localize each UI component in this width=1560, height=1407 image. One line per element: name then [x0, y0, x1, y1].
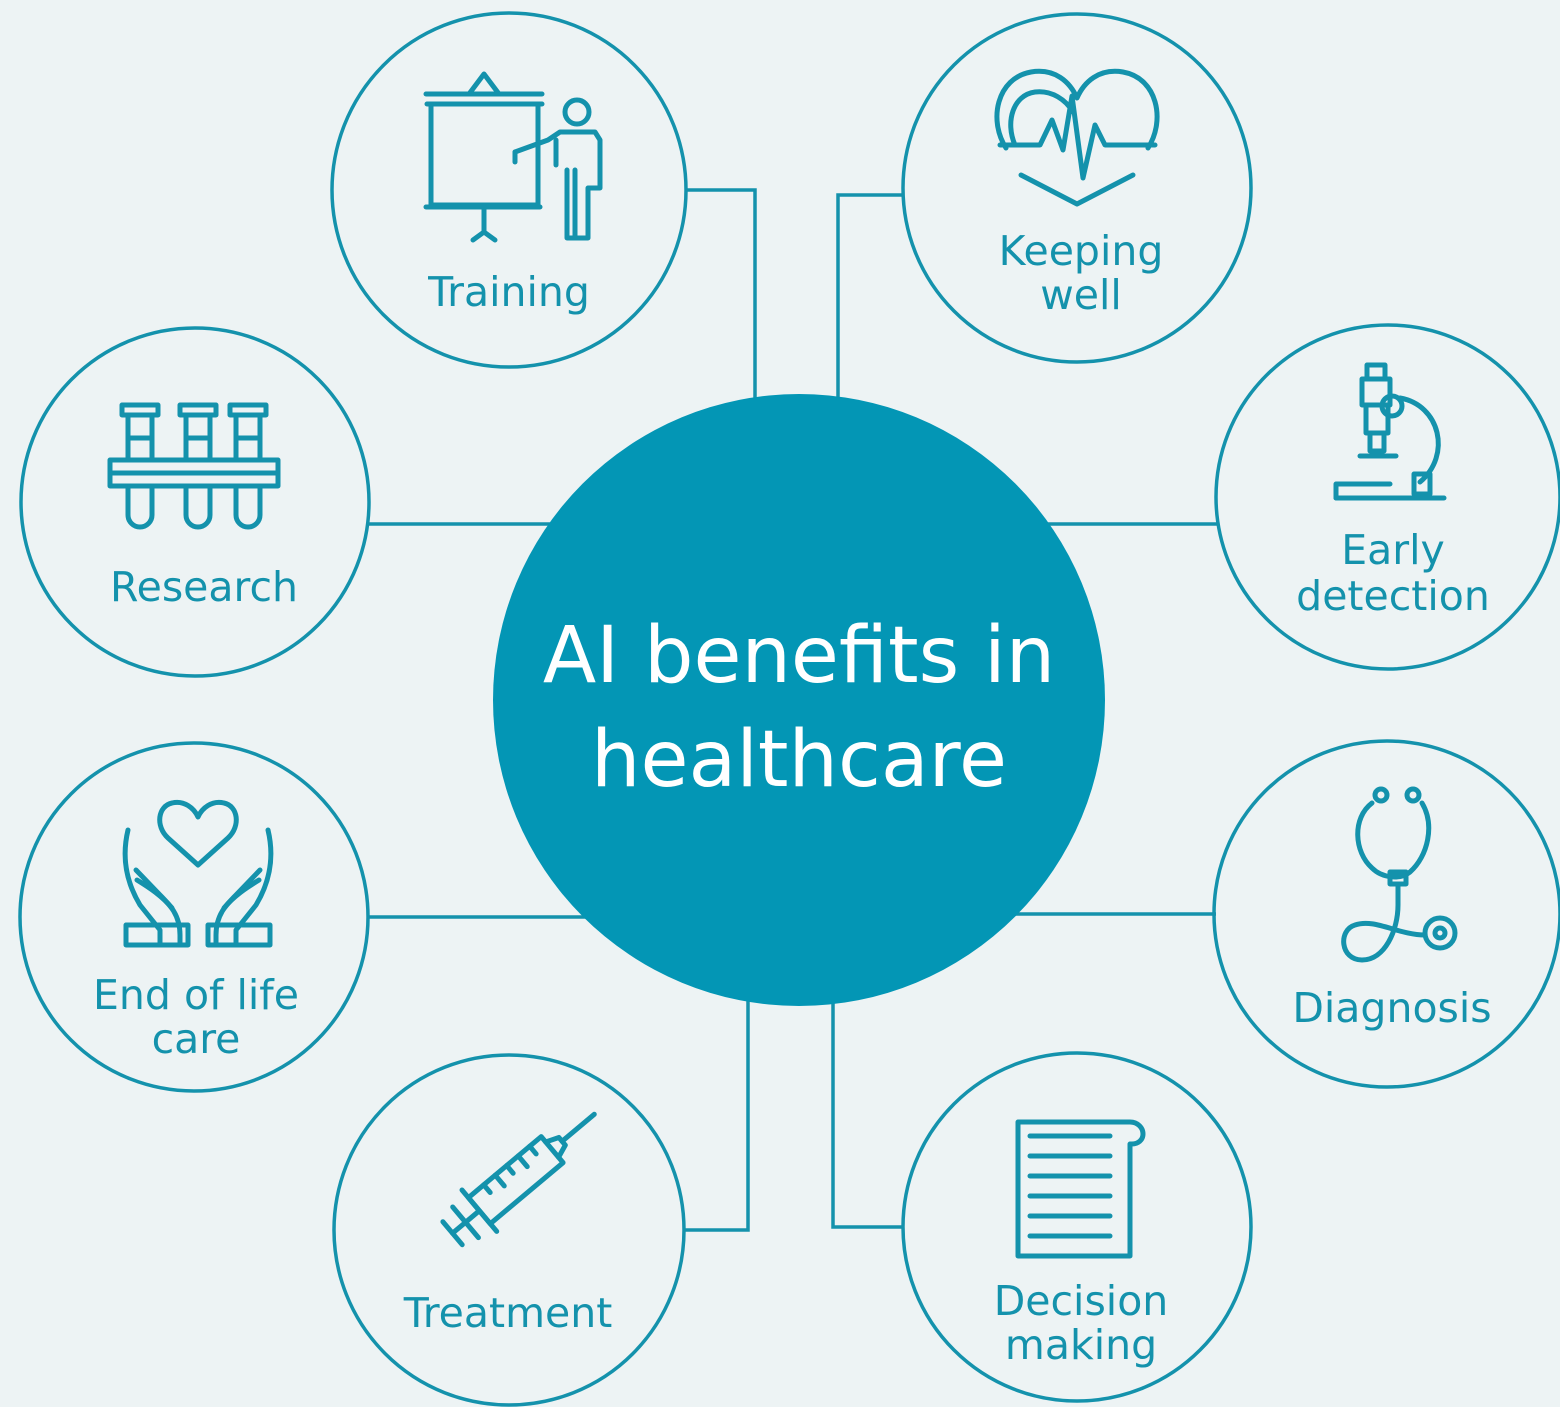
test-tubes-icon: [107, 402, 281, 530]
connector-training: [686, 188, 757, 420]
node-research-circle: [19, 326, 371, 678]
microscope-icon: [1333, 362, 1447, 501]
node-early-detection: Early detection: [1214, 323, 1560, 671]
node-end-of-life-care-label-2: care: [152, 1015, 241, 1063]
syringe-icon: [440, 1111, 597, 1248]
node-research: Research: [19, 326, 371, 678]
stethoscope-icon: [1341, 786, 1458, 963]
connector-decision-making: [831, 990, 903, 1229]
node-training-circle: [330, 11, 688, 369]
center-circle: [493, 394, 1105, 1006]
connector-treatment: [684, 990, 750, 1232]
node-treatment-label: Treatment: [403, 1289, 613, 1337]
node-end-of-life-care: End of life care: [18, 741, 370, 1093]
node-diagnosis-label: Diagnosis: [1292, 984, 1491, 1032]
heartbeat-icon: [994, 68, 1160, 207]
node-treatment-circle: [332, 1053, 686, 1407]
node-training-label: Training: [427, 268, 590, 316]
center-title-line1: AI benefits in: [543, 611, 1055, 701]
hands-heart-icon: [122, 799, 274, 948]
node-keeping-well-label-2: well: [1040, 271, 1122, 319]
connector-lines: [368, 188, 1218, 1232]
center-title-line2: healthcare: [591, 715, 1007, 805]
node-treatment: Treatment: [332, 1053, 686, 1407]
node-early-detection-label-1: Early: [1341, 526, 1445, 574]
node-early-detection-circle: [1214, 323, 1560, 671]
node-early-detection-label-2: detection: [1296, 572, 1490, 620]
node-decision-making-label-1: Decision: [994, 1277, 1169, 1325]
node-keeping-well-circle: [901, 12, 1253, 364]
node-diagnosis-circle: [1212, 739, 1560, 1089]
node-training: Training: [330, 11, 688, 369]
node-end-of-life-care-label-1: End of life: [93, 971, 299, 1019]
node-decision-making-circle: [901, 1051, 1253, 1403]
node-decision-making: Decision making: [901, 1051, 1253, 1403]
presentation-icon: [423, 71, 603, 243]
node-keeping-well: Keeping well: [901, 12, 1253, 364]
document-icon: [1015, 1119, 1146, 1259]
node-research-label: Research: [110, 563, 298, 611]
node-end-of-life-care-circle: [18, 741, 370, 1093]
node-decision-making-label-2: making: [1005, 1321, 1157, 1369]
node-diagnosis: Diagnosis: [1212, 739, 1560, 1089]
connector-keeping-well: [836, 193, 903, 410]
center-hub: AI benefits in healthcare: [493, 394, 1105, 1006]
node-keeping-well-label-1: Keeping: [999, 227, 1164, 275]
